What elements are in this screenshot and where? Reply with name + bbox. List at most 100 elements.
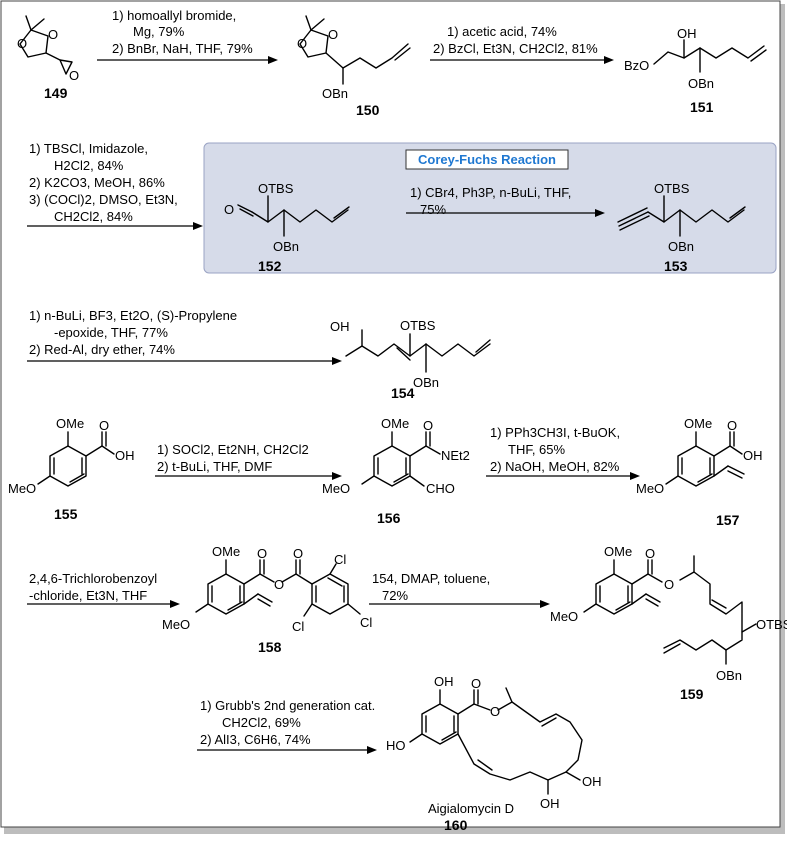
atom-obn: OBn	[716, 668, 742, 683]
atom-o: O	[727, 418, 737, 433]
atom-o: O	[257, 546, 267, 561]
compound-label-150: 150	[356, 102, 380, 118]
corey-fuchs-label-box	[405, 149, 569, 170]
atom-oh: OH	[540, 796, 560, 811]
atom-ome: OMe	[381, 416, 409, 431]
atom-o: O	[297, 36, 307, 51]
atom-meo: MeO	[550, 609, 578, 624]
atom-o: O	[664, 577, 674, 592]
compound-157-structure	[665, 431, 745, 487]
step2-line1: 1) acetic acid, 74%	[447, 24, 557, 39]
arrow-step-7	[486, 472, 640, 480]
step1-line1: 1) homoallyl bromide,	[112, 8, 236, 23]
compound-150-structure	[299, 15, 411, 85]
atom-otbs: OTBS	[400, 318, 436, 333]
step8-line1: 2,4,6-Trichlorobenzoyl	[29, 571, 157, 586]
atom-obn: OBn	[668, 239, 694, 254]
arrow-step-5	[27, 357, 342, 365]
atom-oh: OH	[677, 26, 697, 41]
atom-obn: OBn	[322, 86, 348, 101]
atom-net2: NEt2	[441, 448, 470, 463]
atom-meo: MeO	[322, 481, 350, 496]
atom-oh: OH	[330, 319, 350, 334]
compound-label-154: 154	[391, 385, 415, 401]
arrow-step-1	[97, 56, 278, 64]
step5-line1: 1) n-BuLi, BF3, Et2O, (S)-Propylene	[29, 308, 237, 323]
compound-154-structure	[345, 329, 491, 373]
compound-label-153: 153	[664, 258, 688, 274]
step3-line4: 3) (COCl)2, DMSO, Et3N,	[29, 192, 178, 207]
atom-meo: MeO	[8, 481, 36, 496]
step3-line3: 2) K2CO3, MeOH, 86%	[29, 175, 165, 190]
atom-oh: OH	[743, 448, 763, 463]
arrow-step-3	[27, 222, 203, 230]
step10-line2: CH2Cl2, 69%	[222, 715, 301, 730]
compound-label-152: 152	[258, 258, 282, 274]
step1-line2: Mg, 79%	[133, 24, 185, 39]
atom-o: O	[471, 676, 481, 691]
step1-line3: 2) BnBr, NaH, THF, 79%	[112, 41, 253, 56]
step9-line1: 154, DMAP, toluene,	[372, 571, 490, 586]
atom-obn: OBn	[273, 239, 299, 254]
compound-156-structure	[361, 431, 441, 487]
compound-149-structure	[19, 15, 73, 75]
product-name: Aigialomycin D	[428, 801, 514, 816]
atom-obn: OBn	[688, 76, 714, 91]
step5-line3: 2) Red-Al, dry ether, 74%	[29, 342, 175, 357]
arrow-step-4	[406, 209, 605, 217]
compound-label-155: 155	[54, 506, 78, 522]
atom-ho: HO	[386, 738, 406, 753]
compound-label-159: 159	[680, 686, 704, 702]
frame-border	[0, 0, 781, 828]
atom-o: O	[645, 546, 655, 561]
step3-line2: H2Cl2, 84%	[54, 158, 124, 173]
atom-o: O	[99, 418, 109, 433]
step7-line2: THF, 65%	[508, 442, 566, 457]
step9-line2: 72%	[382, 588, 408, 603]
atom-oh: OH	[434, 674, 454, 689]
compound-label-160: 160	[444, 817, 468, 833]
compound-label-158: 158	[258, 639, 282, 655]
atom-ome: OMe	[212, 544, 240, 559]
arrow-step-6	[155, 472, 342, 480]
compound-152-structure	[237, 195, 350, 237]
step7-line3: 2) NaOH, MeOH, 82%	[490, 459, 620, 474]
atom-cl: Cl	[360, 615, 372, 630]
atom-o: O	[69, 68, 79, 83]
atom-ome: OMe	[684, 416, 712, 431]
step7-line1: 1) PPh3CH3I, t-BuOK,	[490, 425, 620, 440]
corey-fuchs-label: Corey-Fuchs Reaction	[418, 152, 556, 167]
arrow-step-10	[197, 746, 377, 754]
atom-otbs: OTBS	[258, 181, 294, 196]
arrow-step-2	[430, 56, 614, 64]
atom-oh: OH	[115, 448, 135, 463]
step6-line2: 2) t-BuLi, THF, DMF	[157, 459, 272, 474]
atom-o: O	[293, 546, 303, 561]
atom-cho: CHO	[426, 481, 455, 496]
step10-line3: 2) AlI3, C6H6, 74%	[200, 732, 311, 747]
atom-o: O	[423, 418, 433, 433]
atom-oh: OH	[582, 774, 602, 789]
atom-ome: OMe	[56, 416, 84, 431]
compound-label-151: 151	[690, 99, 714, 115]
atom-o: O	[328, 27, 338, 42]
step4-line2: 75%	[420, 202, 446, 217]
arrow-step-9	[369, 600, 550, 608]
atom-o: O	[274, 577, 284, 592]
step10-line1: 1) Grubb's 2nd generation cat.	[200, 698, 375, 713]
compound-158-structure	[195, 559, 361, 617]
atom-o: O	[48, 27, 58, 42]
atom-meo: MeO	[162, 617, 190, 632]
corey-fuchs-box	[203, 142, 777, 274]
atom-otbs: OTBS	[654, 181, 690, 196]
atom-meo: MeO	[636, 481, 664, 496]
step4-line1: 1) CBr4, Ph3P, n-BuLi, THF,	[410, 185, 571, 200]
atom-cl: Cl	[292, 619, 304, 634]
compound-155-structure	[37, 431, 115, 487]
arrow-step-8	[27, 600, 180, 608]
atom-cl: Cl	[334, 552, 346, 567]
atom-o: O	[490, 704, 500, 719]
atom-o: O	[224, 202, 234, 217]
